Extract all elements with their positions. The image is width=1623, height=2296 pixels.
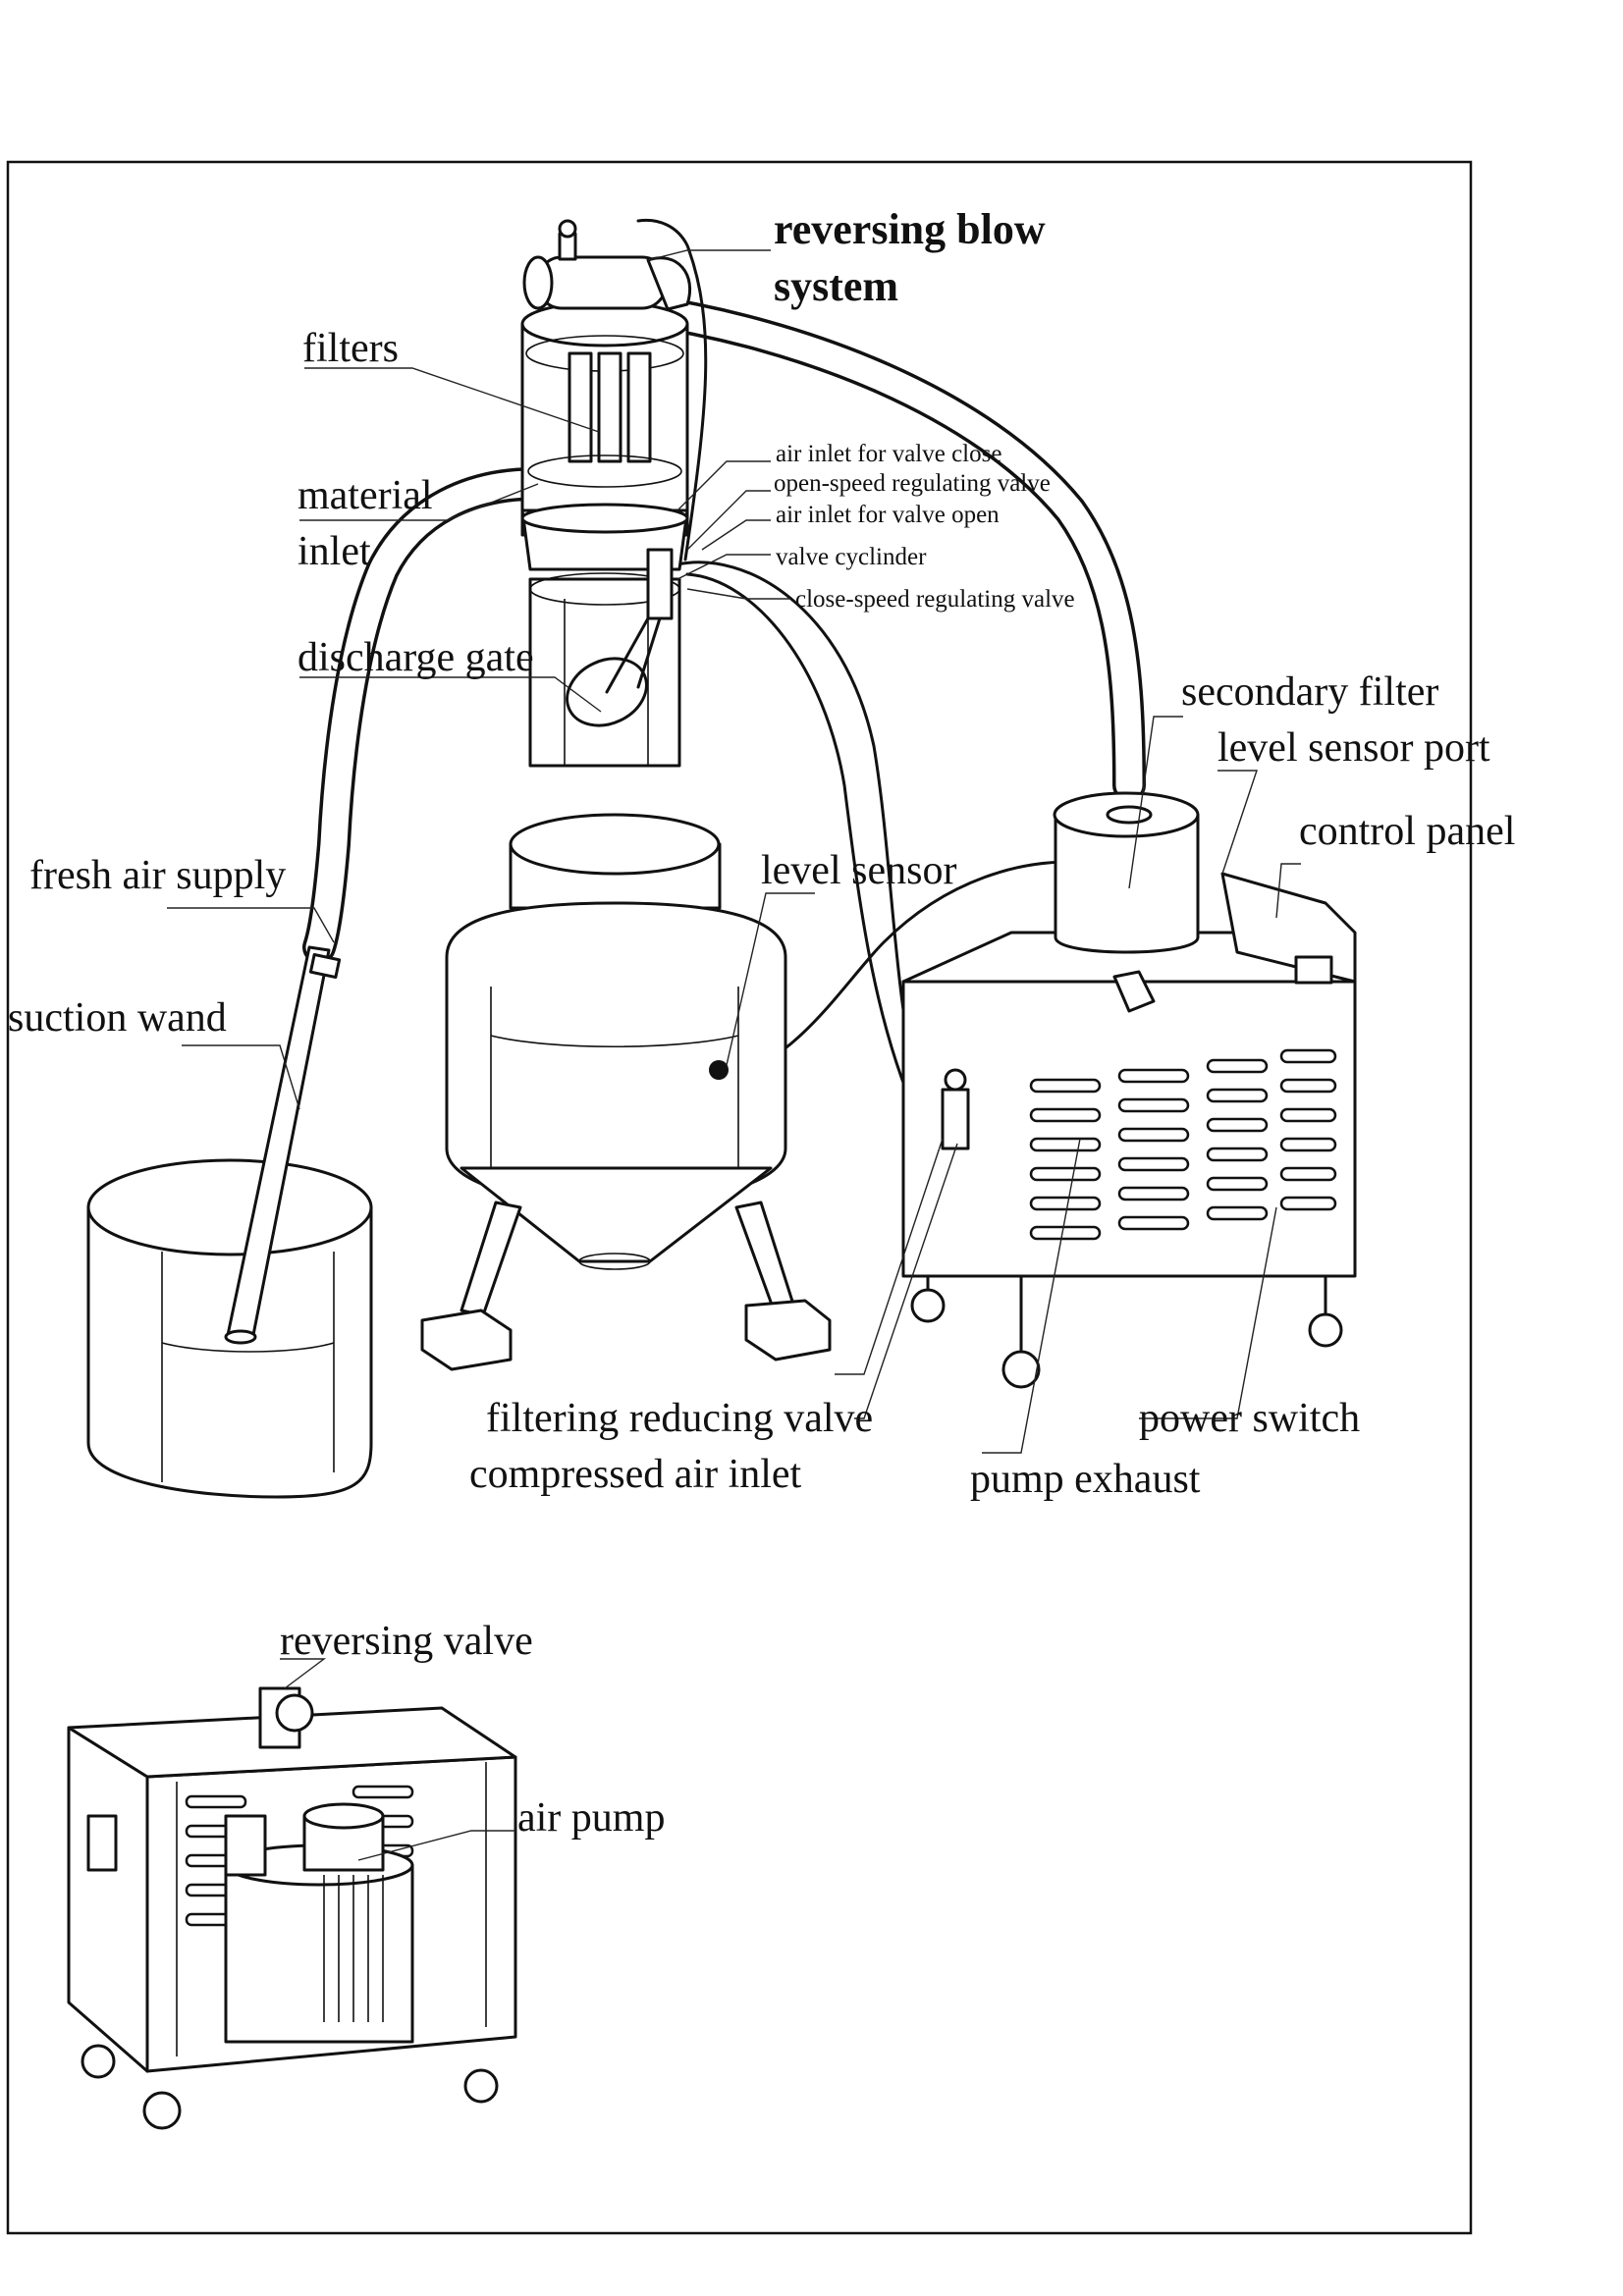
label-air-inlet-open: air inlet for valve open xyxy=(776,502,1000,528)
label-reversing-blow-1: reversing blow xyxy=(774,205,1046,253)
material-bucket xyxy=(86,945,373,1499)
leader-lines xyxy=(167,249,1301,1861)
label-close-speed-valve: close-speed regulating valve xyxy=(795,586,1075,613)
label-reversing-valve: reversing valve xyxy=(280,1619,533,1664)
label-filters: filters xyxy=(302,326,399,371)
label-material-1: material xyxy=(298,473,433,518)
label-suction-wand: suction wand xyxy=(8,995,227,1041)
vacuum-hopper xyxy=(520,219,692,768)
label-reversing-blow-2: system xyxy=(774,262,898,310)
receiving-hopper xyxy=(420,813,832,1371)
label-material-2: inlet xyxy=(298,529,371,574)
label-filtering-reducing-valve: filtering reducing valve xyxy=(486,1396,873,1441)
label-open-speed-valve: open-speed regulating valve xyxy=(774,470,1051,497)
cabinet-louvers xyxy=(1029,1048,1337,1241)
hoses xyxy=(302,293,1146,964)
label-power-switch: power switch xyxy=(1139,1396,1360,1441)
label-valve-cylinder: valve cyclinder xyxy=(776,544,927,570)
label-pump-exhaust: pump exhaust xyxy=(970,1457,1201,1502)
open-cabinet xyxy=(67,1686,517,2130)
label-air-inlet-close: air inlet for valve close xyxy=(776,441,1001,467)
label-fresh-air-supply: fresh air supply xyxy=(29,853,286,898)
label-compressed-air-inlet: compressed air inlet xyxy=(469,1452,802,1497)
page-frame xyxy=(6,160,1473,2235)
label-control-panel: control panel xyxy=(1299,809,1515,854)
label-air-pump: air pump xyxy=(517,1795,665,1841)
label-level-sensor-port: level sensor port xyxy=(1217,725,1490,771)
labels: reversing blow system filters material i… xyxy=(8,205,1515,1841)
loader-cabinet xyxy=(901,791,1357,1389)
pump-fins xyxy=(323,1875,384,2022)
label-discharge-gate: discharge gate xyxy=(298,635,534,680)
label-secondary-filter: secondary filter xyxy=(1181,669,1438,715)
label-level-sensor: level sensor xyxy=(761,848,956,893)
